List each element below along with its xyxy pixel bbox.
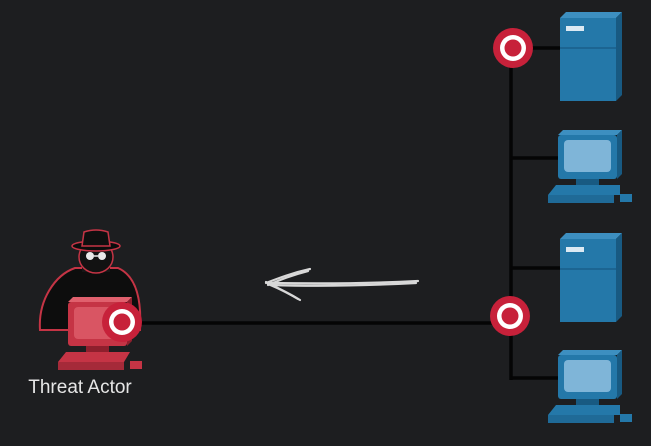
desktop-computer-icon	[548, 130, 632, 203]
server-icon	[560, 233, 622, 322]
target-icon	[490, 296, 530, 336]
threat-actor-label: Threat Actor	[28, 377, 132, 398]
target-icon	[102, 302, 142, 342]
target-icon	[493, 28, 533, 68]
server-icon	[560, 12, 622, 101]
desktop-computer-icon	[548, 350, 632, 423]
left-arrow-icon	[264, 267, 420, 302]
